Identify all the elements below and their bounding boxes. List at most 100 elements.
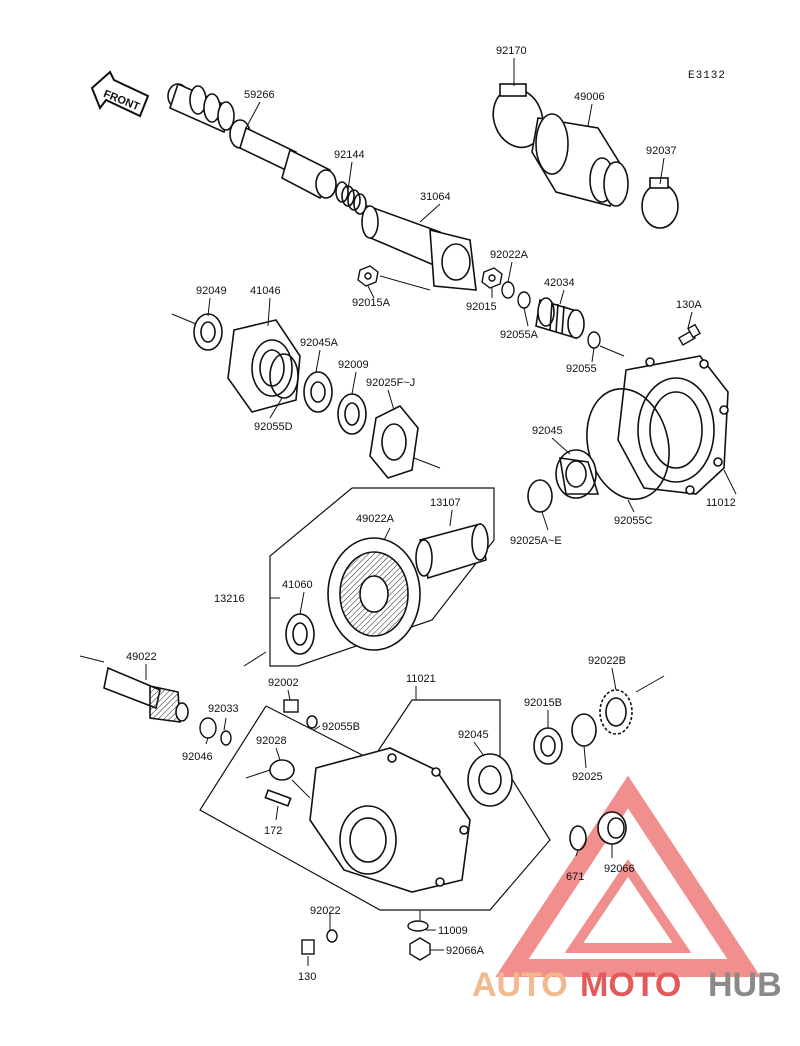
pinion-13107: [415, 523, 489, 580]
label-49022A: 49022A: [356, 513, 395, 525]
seal-92049: [193, 313, 223, 351]
spring-92144: [335, 181, 367, 215]
label-92025: 92025: [572, 771, 603, 783]
label-92015B: 92015B: [524, 697, 562, 709]
watermark-text: AUTO MOTO HUB: [472, 966, 782, 1004]
label-92055C: 92055C: [614, 515, 653, 527]
label-41046: 41046: [250, 285, 281, 297]
label-92045A: 92045A: [300, 337, 339, 349]
label-59266: 59266: [244, 89, 275, 101]
lockwasher-92022B: [599, 689, 633, 735]
label-92022B: 92022B: [588, 655, 626, 667]
label-92055D: 92055D: [254, 421, 293, 433]
label-92066: 92066: [604, 863, 635, 875]
label-92002: 92002: [268, 677, 299, 689]
tube-31064: [361, 204, 477, 291]
label-92049: 92049: [196, 285, 227, 297]
bearing-92045-lower: [467, 753, 513, 807]
shim-92025AE: [527, 479, 553, 513]
ring-671: [569, 825, 587, 851]
label-11012: 11012: [706, 497, 736, 509]
boot-49006: [531, 113, 629, 207]
label-92009: 92009: [338, 359, 369, 371]
washer-92022: [326, 929, 338, 943]
case-11021-outline: [199, 699, 551, 911]
label-11021: 11021: [406, 673, 436, 685]
nut-92015: [481, 267, 503, 289]
clamp-92037: [641, 177, 679, 229]
washer-11009: [407, 920, 429, 932]
bolt-130A: [677, 323, 701, 346]
label-130: 130: [298, 971, 316, 983]
stud-172: [264, 789, 292, 807]
part-labels: 92170 49006 92037 59266 92144 31064 9202…: [126, 45, 736, 983]
label-13216: 13216: [214, 593, 245, 605]
label-92045-lower: 92045: [458, 729, 489, 741]
bolt-130: [301, 939, 315, 955]
label-92022: 92022: [310, 905, 341, 917]
label-92144: 92144: [334, 149, 365, 161]
nut-92015A: [357, 265, 379, 287]
label-92055A: 92055A: [500, 329, 539, 341]
washer-92022A: [501, 281, 515, 299]
oring-92055C: [586, 388, 670, 500]
clamp-92170: [492, 83, 544, 149]
coupling-42034: [535, 297, 585, 340]
watermark-part1: AUTO: [472, 966, 568, 1004]
label-92170: 92170: [496, 45, 527, 57]
watermark-logo: [495, 775, 761, 977]
housing-11012: [617, 355, 729, 495]
pinion-49022: [103, 666, 189, 723]
label-49006: 49006: [574, 91, 605, 103]
label-92025AE: 92025A~E: [510, 535, 562, 547]
case-11021: [309, 747, 471, 893]
label-11009: 11009: [438, 925, 468, 937]
label-31064: 31064: [420, 191, 451, 203]
plug-92066: [597, 811, 627, 845]
label-92015A: 92015A: [352, 297, 391, 309]
label-92033: 92033: [208, 703, 239, 715]
label-92046: 92046: [182, 751, 213, 763]
label-671: 671: [566, 871, 584, 883]
label-92055: 92055: [566, 363, 597, 375]
label-92037: 92037: [646, 145, 677, 157]
ring-gear-49022A: [327, 537, 421, 651]
front-arrow-icon: FRONT: [90, 70, 150, 118]
oring-92055: [587, 331, 601, 349]
bearing-41060: [285, 613, 315, 655]
bearing-92046: [199, 717, 217, 739]
shim-92025: [571, 713, 597, 747]
seal-92015B: [533, 727, 563, 765]
plug-92002: [283, 699, 299, 713]
label-92055B: 92055B: [322, 721, 360, 733]
label-49022: 49022: [126, 651, 157, 663]
label-92066A: 92066A: [446, 945, 485, 957]
label-172: 172: [264, 825, 282, 837]
oring-92055A: [517, 291, 531, 309]
oring-92055B: [306, 715, 318, 729]
watermark-part2: MOTO: [580, 966, 681, 1004]
seal-92009: [337, 393, 367, 435]
drain-92066A: [409, 937, 431, 961]
housing-41046: [227, 319, 301, 413]
label-42034: 42034: [544, 277, 575, 289]
label-13107: 13107: [430, 497, 461, 509]
watermark-part3: HUB: [708, 966, 782, 1004]
bearing-92045A: [303, 371, 333, 413]
leader-lines: [79, 58, 737, 966]
label-130A: 130A: [676, 299, 702, 311]
label-41060: 41060: [282, 579, 313, 591]
label-92022A: 92022A: [490, 249, 529, 261]
label-92045-upper: 92045: [532, 425, 563, 437]
label-92015: 92015: [466, 301, 497, 313]
collar-92028: [269, 759, 295, 781]
label-92028: 92028: [256, 735, 287, 747]
oring-92055D: [269, 353, 299, 399]
gasket-92025FJ: [369, 404, 419, 479]
diagram-code: E3132: [688, 70, 726, 82]
washer-92033: [220, 730, 232, 746]
bearing-92045-upper: [555, 449, 600, 499]
drive-shaft: [167, 82, 337, 200]
